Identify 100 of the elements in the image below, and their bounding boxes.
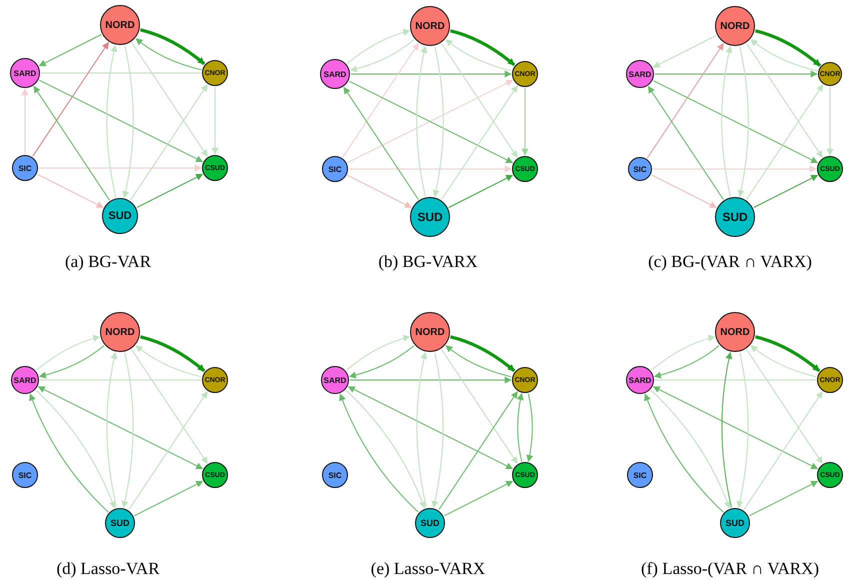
arrow xyxy=(516,392,524,462)
arrow xyxy=(522,88,528,156)
arrow xyxy=(212,86,218,155)
arrow xyxy=(432,46,444,198)
arrow xyxy=(721,46,732,197)
arrow xyxy=(654,70,818,78)
arrow xyxy=(343,86,419,200)
region-node: NORD xyxy=(715,6,755,46)
arrow xyxy=(122,45,134,198)
arrow xyxy=(350,70,512,78)
arrow xyxy=(135,345,202,378)
region-node: SIC xyxy=(628,157,652,181)
region-node: NORD xyxy=(410,6,450,46)
arrow xyxy=(444,480,514,516)
arrow xyxy=(22,88,28,154)
arrow xyxy=(131,349,208,464)
region-node: SIC xyxy=(627,462,653,488)
arrow xyxy=(38,34,102,66)
arrow xyxy=(140,28,206,66)
arrow xyxy=(826,86,834,156)
arrow xyxy=(750,345,817,378)
arrow xyxy=(651,174,717,208)
arrow xyxy=(450,29,516,66)
arrow xyxy=(350,39,414,72)
arrow xyxy=(746,43,823,158)
arrow xyxy=(36,390,116,509)
arrow xyxy=(128,391,208,510)
arrow xyxy=(346,29,410,64)
arrow xyxy=(33,86,110,201)
arrow xyxy=(38,345,104,378)
region-node: SARD xyxy=(11,366,39,394)
arrow xyxy=(750,39,818,72)
region-node: SIC xyxy=(12,155,38,181)
arrow xyxy=(36,335,100,371)
arrow xyxy=(650,335,716,371)
arrow xyxy=(644,393,724,513)
arrow xyxy=(652,386,818,470)
arrow xyxy=(646,42,724,159)
arrow xyxy=(106,352,118,508)
arrow xyxy=(342,42,419,158)
arrow xyxy=(448,174,514,208)
arrow xyxy=(134,480,204,516)
arrow xyxy=(755,335,820,372)
arrow xyxy=(130,84,208,201)
arrow xyxy=(652,80,818,164)
arrow xyxy=(121,352,134,508)
arrow xyxy=(755,29,822,67)
region-node: SARD xyxy=(10,58,40,88)
panel-caption: (c) BG-(VAR ∩ VARX) xyxy=(648,252,812,272)
arrow xyxy=(743,391,823,510)
arrow xyxy=(441,349,518,464)
arrow xyxy=(38,80,204,162)
arrow xyxy=(450,335,516,372)
arrow xyxy=(416,46,428,197)
region-node: SUD xyxy=(410,197,450,237)
arrow xyxy=(37,174,104,208)
arrow xyxy=(135,38,202,70)
region-node: SARD xyxy=(626,366,654,394)
arrow xyxy=(38,164,202,172)
region-node: SARD xyxy=(320,59,350,89)
arrow xyxy=(350,376,512,384)
arrow xyxy=(652,35,717,68)
arrow xyxy=(746,349,823,464)
region-node: SIC xyxy=(12,462,38,488)
region-node: SUD xyxy=(105,508,135,538)
panel-caption: (f) Lasso-(VAR ∩ VARX) xyxy=(640,559,820,579)
region-node: SUD xyxy=(102,198,138,234)
arrow xyxy=(650,390,730,509)
arrow xyxy=(526,393,534,462)
arrow xyxy=(738,46,749,198)
arrow xyxy=(339,393,419,513)
region-node: SUD xyxy=(720,508,750,538)
arrow xyxy=(736,352,749,508)
arrow xyxy=(131,42,208,157)
panel-caption: (d) Lasso-VAR xyxy=(56,559,160,579)
arrow xyxy=(140,335,206,372)
arrow xyxy=(445,345,512,378)
panel-caption: (e) Lasso-VARX xyxy=(370,559,486,579)
arrow xyxy=(648,86,724,200)
arrow xyxy=(346,390,426,509)
arrow xyxy=(445,39,512,72)
arrow xyxy=(346,335,410,371)
arrow xyxy=(38,386,204,470)
arrow xyxy=(721,352,732,508)
region-node: SIC xyxy=(322,156,348,182)
region-node: NORD xyxy=(715,312,755,352)
arrow xyxy=(654,345,720,378)
arrow xyxy=(136,174,204,208)
region-node: SARD xyxy=(626,60,654,88)
arrow xyxy=(348,386,514,470)
region-node: NORD xyxy=(410,312,450,352)
arrow xyxy=(441,85,518,200)
arrow xyxy=(753,174,818,208)
arrow xyxy=(29,393,109,513)
region-node: NORD xyxy=(100,312,140,352)
arrow xyxy=(746,84,824,200)
panel-caption: (a) BG-VAR xyxy=(64,252,152,272)
arrow xyxy=(416,352,428,508)
arrow xyxy=(652,166,817,172)
arrow xyxy=(438,391,518,510)
